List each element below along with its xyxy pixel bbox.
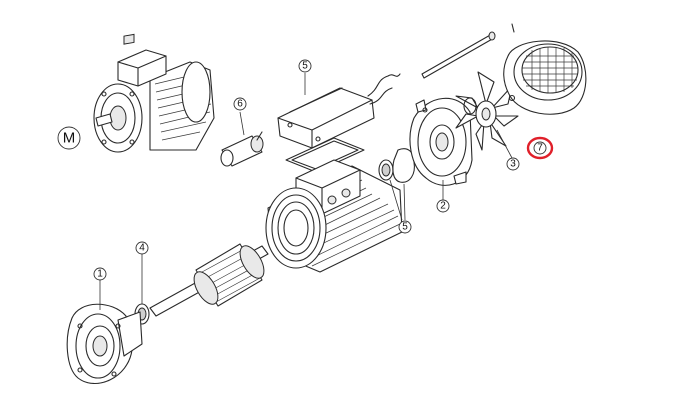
svg-text:4: 4 bbox=[139, 243, 145, 254]
assembled-motor-thumbnail bbox=[93, 33, 215, 153]
svg-text:7: 7 bbox=[537, 143, 543, 154]
callout-3: 3 bbox=[506, 157, 520, 171]
fan-cover-part bbox=[503, 40, 587, 115]
svg-text:5: 5 bbox=[402, 222, 408, 233]
svg-text:2: 2 bbox=[440, 201, 446, 212]
stator-housing-part bbox=[265, 159, 403, 273]
svg-text:6: 6 bbox=[237, 99, 243, 110]
rotor-shaft-part bbox=[149, 243, 269, 317]
callout-5-rear: 5 bbox=[398, 220, 412, 234]
svg-text:1: 1 bbox=[97, 269, 103, 280]
terminal-box-cover-part bbox=[277, 73, 401, 173]
highlight-ring bbox=[526, 136, 554, 160]
callout-2: 2 bbox=[436, 199, 450, 213]
callout-6: 5 bbox=[298, 59, 312, 73]
rear-bearing-part bbox=[378, 148, 415, 183]
legend-callout-m: M bbox=[57, 126, 81, 150]
callout-7: 6 bbox=[233, 97, 247, 111]
svg-text:M: M bbox=[63, 130, 76, 147]
rear-end-shield-part bbox=[409, 97, 473, 186]
tie-rod-part bbox=[421, 23, 515, 79]
callout-5-front: 4 bbox=[135, 241, 149, 255]
svg-text:5: 5 bbox=[302, 61, 308, 72]
svg-text:3: 3 bbox=[510, 159, 516, 170]
capacitor-part bbox=[220, 131, 264, 167]
front-flange-part bbox=[66, 303, 143, 384]
callout-1: 1 bbox=[93, 267, 107, 281]
callout-4-highlighted: 7 bbox=[526, 136, 554, 160]
